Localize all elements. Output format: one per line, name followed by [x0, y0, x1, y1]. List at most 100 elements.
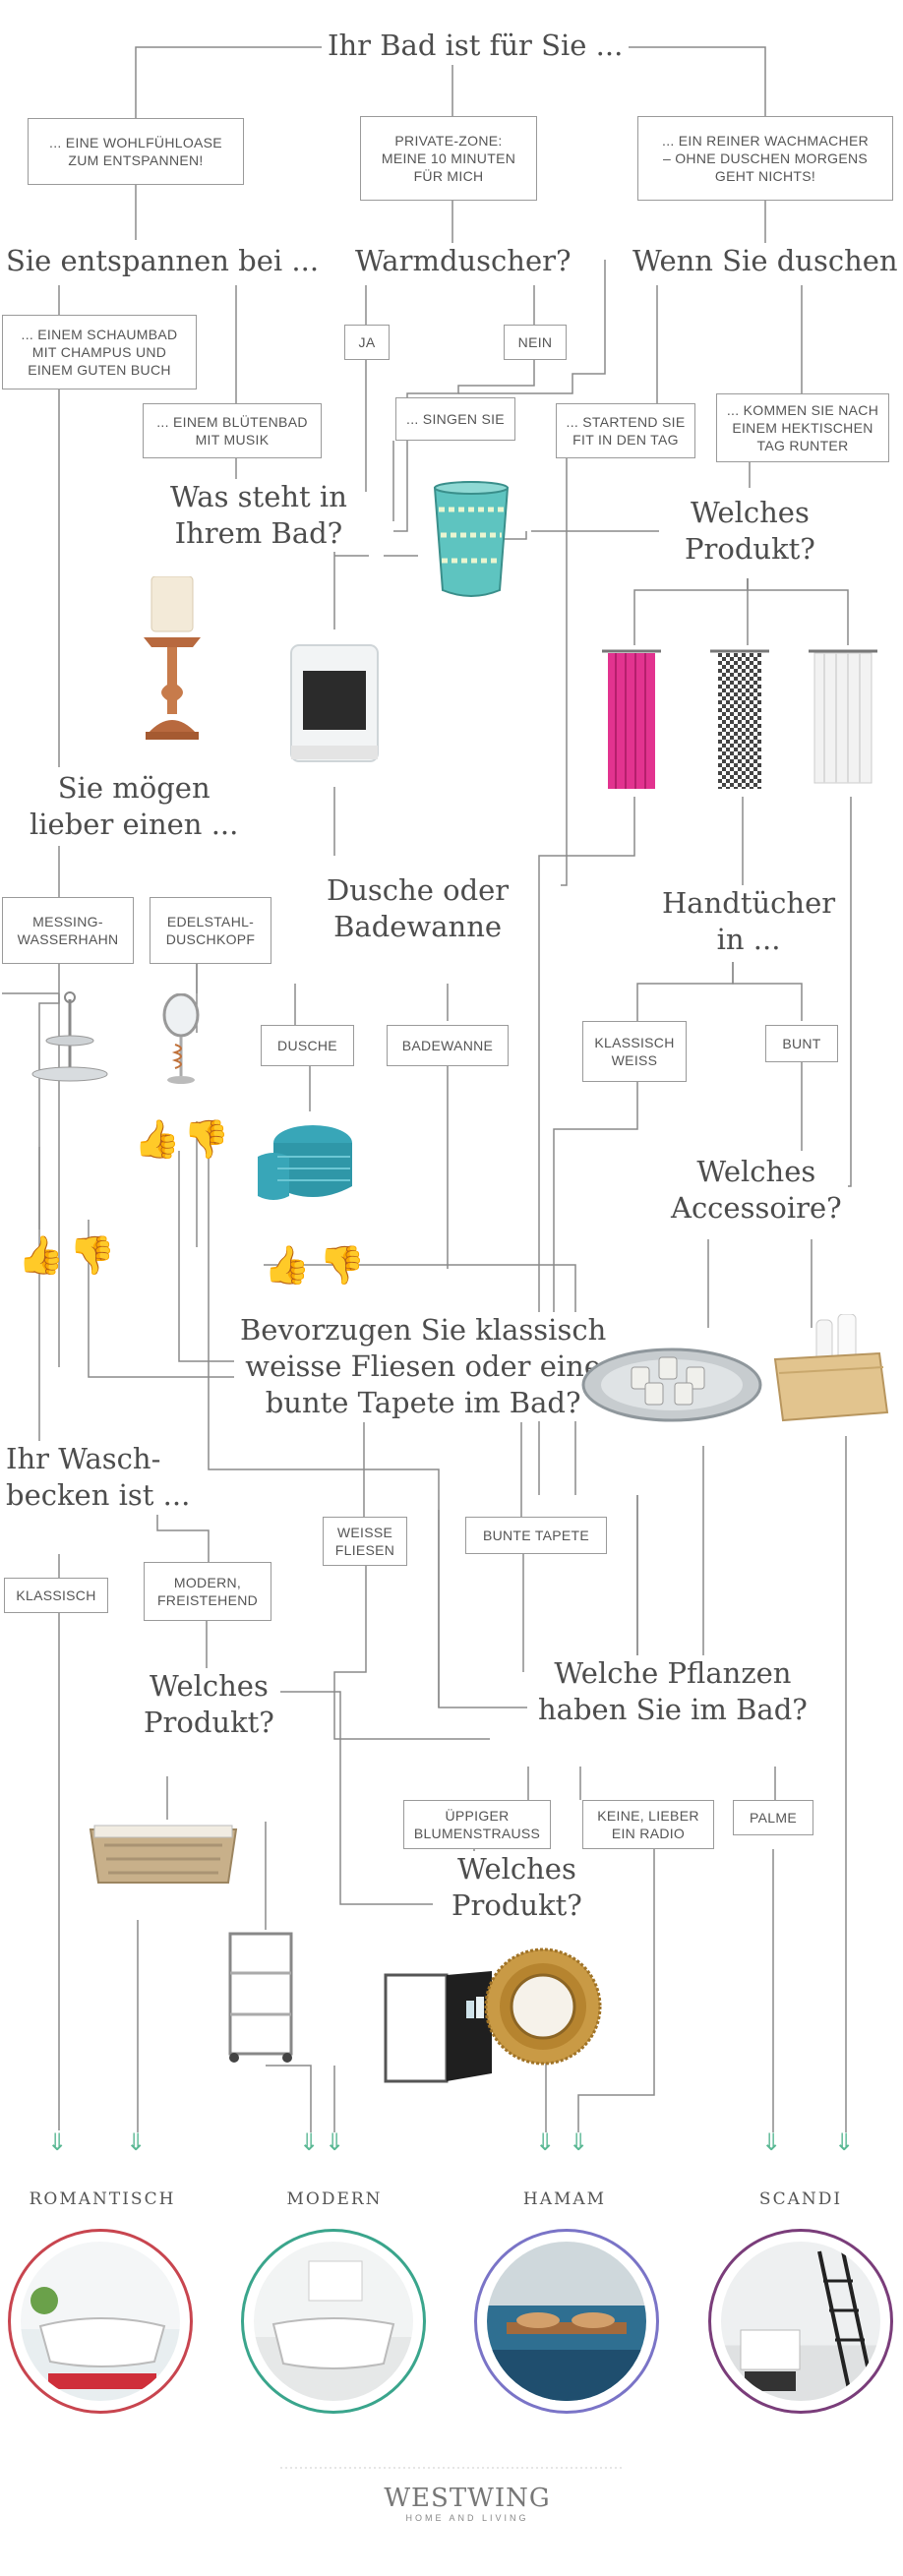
question-text: Sie mögen	[57, 771, 211, 805]
answer-colorful[interactable]: BUNT	[765, 1025, 838, 1062]
answer-sink-classic[interactable]: KLASSISCH	[4, 1578, 108, 1613]
wicker-basket-image	[89, 1825, 238, 1884]
answer-calm-down[interactable]: ... KOMMEN SIE NACH EINEM HEKTISCHEN TAG…	[716, 393, 889, 462]
result-image-modern[interactable]	[241, 2229, 426, 2414]
question-text: Bevorzugen Sie klassisch	[240, 1313, 607, 1347]
arrow-down-icon: ⇓	[761, 2128, 782, 2156]
question-shower-or-tub: Dusche oder Badewanne	[321, 872, 515, 945]
answer-text: ... EINE WOHLFÜHLOASE ZUM ENTSPANNEN!	[49, 135, 222, 168]
answer-text: ... KOMMEN SIE NACH EINEM HEKTISCHEN TAG…	[726, 402, 879, 453]
answer-colorful-wallpaper[interactable]: BUNTE TAPETE	[465, 1517, 607, 1554]
answer-dusche[interactable]: DUSCHE	[261, 1025, 354, 1066]
answer-text: JA	[358, 334, 376, 350]
makeup-mirror-image	[162, 993, 200, 1084]
answer-text: KLASSISCH	[16, 1588, 96, 1603]
question-bathroom-is: Ihr Bad ist für Sie ...	[322, 28, 630, 64]
answer-wellness-oasis[interactable]: ... EINE WOHLFÜHLOASE ZUM ENTSPANNEN!	[28, 118, 244, 185]
mirror-cabinet-image	[384, 1971, 492, 2083]
arrow-down-icon: ⇓	[299, 2128, 320, 2156]
thumb-down-icon[interactable]: 👎	[319, 1243, 366, 1287]
answer-foam-bath[interactable]: ... EINEM SCHAUMBAD MIT CHAMPUS UND EINE…	[2, 315, 197, 389]
pink-shower-curtain-image	[602, 649, 661, 789]
answer-text: DUSCHE	[277, 1038, 337, 1053]
bathtub-icon	[271, 2260, 395, 2369]
thumb-up-icon[interactable]: 👍	[18, 1233, 65, 1277]
question-which-product-b: Welches Produkt?	[138, 1668, 280, 1741]
result-label-romantisch: ROMANTISCH	[29, 2189, 176, 2209]
thumb-down-icon[interactable]: 👎	[69, 1233, 116, 1277]
answer-brass-faucet[interactable]: MESSING- WASSERHAHN	[2, 897, 134, 964]
answer-sink-modern[interactable]: MODERN, FREISTEHEND	[144, 1562, 271, 1621]
answer-ja[interactable]: JA	[344, 325, 390, 360]
thumb-up-icon[interactable]: 👍	[134, 1117, 181, 1161]
question-text: Dusche oder	[327, 873, 510, 907]
question-text: Ihr Bad ist für Sie ...	[328, 29, 624, 62]
question-towels: Handtücher in ...	[656, 885, 842, 958]
result-image-hamam[interactable]	[474, 2229, 659, 2414]
question-tiles-or-wallpaper: Bevorzugen Sie klassisch weisse Fliesen …	[234, 1312, 613, 1421]
question-which-product-c: Welches Produkt?	[446, 1851, 588, 1924]
answer-flower-bouquet[interactable]: ÜPPIGER BLUMENSTRAUSS	[403, 1800, 551, 1849]
question-text: Ihrem Bad?	[174, 516, 343, 550]
arrow-down-icon: ⇓	[126, 2128, 147, 2156]
question-text: Was steht in	[170, 480, 347, 513]
question-text: Wenn Sie duschen ...	[632, 244, 903, 277]
answer-text: ÜPPIGER BLUMENSTRAUSS	[413, 1808, 541, 1841]
result-image-romantisch[interactable]	[8, 2229, 193, 2414]
answer-wake-up[interactable]: ... EIN REINER WACHMACHER – OHNE DUSCHEN…	[637, 116, 893, 201]
sunburst-mirror-image	[484, 1947, 602, 2066]
question-warm-shower: Warmduscher?	[349, 243, 577, 279]
answer-text: NEIN	[517, 334, 553, 350]
question-washbasin: Ihr Wasch- becken ist ...	[0, 1441, 197, 1514]
question-text: Welches	[696, 1155, 816, 1188]
arrow-down-icon: ⇓	[535, 2128, 556, 2156]
thumb-down-icon[interactable]: 👎	[183, 1117, 230, 1161]
thumb-up-icon[interactable]: 👍	[264, 1243, 311, 1287]
arrow-down-icon: ⇓	[834, 2128, 855, 2156]
answer-text: PALME	[750, 1810, 797, 1826]
answer-text: BADEWANNE	[401, 1038, 494, 1053]
shelf-icon	[740, 2250, 874, 2391]
answer-badewanne[interactable]: BADEWANNE	[387, 1025, 509, 1066]
question-text: bunte Tapete im Bad?	[265, 1386, 581, 1419]
answer-classic-white[interactable]: KLASSISCH WEISS	[582, 1021, 687, 1082]
scented-candle-jar-image	[290, 644, 379, 762]
result-label-hamam: HAMAM	[522, 2189, 607, 2209]
turquoise-basket-image	[258, 1125, 352, 1200]
answer-white-tiles[interactable]: WEISSE FLIESEN	[323, 1517, 407, 1566]
question-text: in ...	[716, 923, 781, 956]
question-text: Produkt?	[144, 1706, 274, 1739]
answer-radio[interactable]: KEINE, LIEBER EIN RADIO	[582, 1800, 714, 1849]
question-text: haben Sie im Bad?	[538, 1693, 808, 1726]
answer-sing[interactable]: ... SINGEN SIE	[395, 397, 515, 441]
question-what-in-bathroom: Was steht in Ihrem Bad?	[164, 479, 353, 552]
washbasin-icon	[487, 2312, 646, 2401]
answer-text: BUNT	[782, 1036, 821, 1051]
answer-palm[interactable]: PALME	[733, 1800, 813, 1835]
wooden-box-image	[773, 1314, 889, 1422]
answer-fit-start[interactable]: ... STARTEND SIE FIT IN DEN TAG	[556, 403, 695, 458]
question-text: Sie entspannen bei ...	[6, 244, 320, 277]
question-text: lieber einen ...	[30, 808, 239, 841]
answer-text: ... EINEM BLÜTENBAD MIT MUSIK	[156, 414, 308, 448]
question-which-plants: Welche Pflanzen haben Sie im Bad?	[532, 1655, 813, 1728]
result-image-scandi[interactable]	[708, 2229, 893, 2414]
etagere-image	[31, 991, 108, 1082]
question-prefer: Sie mögen lieber einen ...	[24, 770, 245, 843]
answer-blossom-bath[interactable]: ... EINEM BLÜTENBAD MIT MUSIK	[143, 403, 322, 458]
answer-nein[interactable]: NEIN	[504, 325, 567, 360]
arrow-down-icon: ⇓	[47, 2128, 68, 2156]
bathroom-photo	[721, 2242, 880, 2401]
answer-text: EDELSTAHL- DUSCHKOPF	[165, 914, 256, 947]
answer-private-zone[interactable]: PRIVATE-ZONE: MEINE 10 MINUTEN FÜR MICH	[360, 116, 537, 201]
bathroom-photo	[487, 2242, 646, 2401]
answer-text: PRIVATE-ZONE: MEINE 10 MINUTEN FÜR MICH	[381, 133, 516, 184]
answer-text: MESSING- WASSERHAHN	[17, 914, 119, 947]
answer-steel-showerhead[interactable]: EDELSTAHL- DUSCHKOPF	[150, 897, 271, 964]
bathroom-photo	[21, 2242, 180, 2401]
westwing-logo[interactable]: WESTWING HOME AND LIVING	[369, 2484, 566, 2523]
question-text: Welches	[691, 496, 810, 529]
question-text: Produkt?	[685, 532, 815, 566]
arrow-down-icon: ⇓	[325, 2128, 345, 2156]
